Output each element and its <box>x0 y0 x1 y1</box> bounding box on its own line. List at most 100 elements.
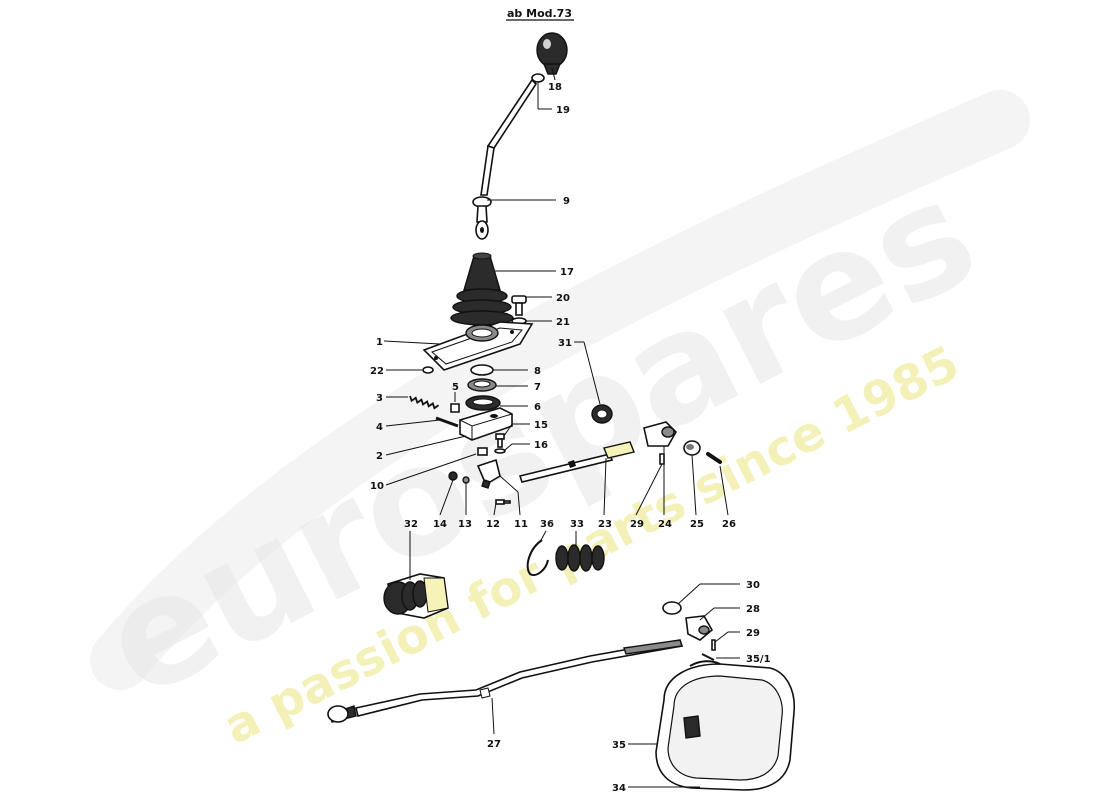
part-grommet-31 <box>591 404 613 424</box>
svg-text:17: 17 <box>560 267 574 278</box>
part-washer-16 <box>494 448 506 454</box>
part-housing <box>459 407 513 441</box>
part-bolt-12 <box>495 499 511 505</box>
svg-text:13: 13 <box>458 519 472 530</box>
svg-text:24: 24 <box>658 519 672 530</box>
svg-text:28: 28 <box>746 604 760 615</box>
callout-4: 4 <box>376 419 441 433</box>
callout-25: 25 <box>690 454 704 530</box>
part-ring-7 <box>467 378 497 392</box>
callout-29-lower: 29 <box>714 628 760 643</box>
svg-text:25: 25 <box>690 519 704 530</box>
part-shift-finger <box>476 458 501 489</box>
callout-26: 26 <box>719 465 736 530</box>
part-block-10 <box>477 447 488 456</box>
part-shift-rod <box>518 441 635 483</box>
diagram-title: ab Mod.73 <box>506 7 574 21</box>
callout-20: 20 <box>526 293 570 304</box>
svg-text:15: 15 <box>534 420 548 431</box>
callout-11: 11 <box>499 475 528 530</box>
svg-text:27: 27 <box>487 739 501 750</box>
callout-17: 17 <box>494 267 574 278</box>
callout-2: 2 <box>376 435 467 462</box>
svg-text:18: 18 <box>548 82 562 93</box>
callout-10: 10 <box>370 453 477 492</box>
svg-text:29: 29 <box>630 519 644 530</box>
callout-15: 15 <box>503 420 548 437</box>
callout-35-1: 35/1 <box>716 654 771 665</box>
callout-29-upper: 29 <box>630 463 663 530</box>
svg-text:20: 20 <box>556 293 570 304</box>
part-ring-6 <box>465 395 501 411</box>
svg-text:32: 32 <box>404 519 418 530</box>
callout-23: 23 <box>598 457 612 530</box>
svg-text:2: 2 <box>376 451 383 462</box>
callout-33: 33 <box>570 519 584 546</box>
part-nut-13 <box>462 476 470 484</box>
callout-28: 28 <box>699 604 760 621</box>
callout-12: 12 <box>486 502 500 530</box>
callout-35: 35 <box>612 740 658 751</box>
callout-13: 13 <box>458 483 472 530</box>
part-fastener-35-1 <box>701 653 715 661</box>
callout-36: 36 <box>539 519 554 543</box>
svg-text:12: 12 <box>486 519 500 530</box>
svg-text:6: 6 <box>534 402 541 413</box>
watermark: eurospares a passion for parts since 198… <box>77 90 1030 756</box>
callout-9: 9 <box>487 196 570 207</box>
callout-31: 31 <box>558 338 601 405</box>
part-bolt-20 <box>511 295 527 316</box>
callout-8: 8 <box>493 366 541 377</box>
svg-text:16: 16 <box>534 440 548 451</box>
svg-text:35/1: 35/1 <box>746 654 771 665</box>
svg-text:9: 9 <box>563 196 570 207</box>
part-coupling-28 <box>685 615 714 641</box>
svg-text:1: 1 <box>376 337 383 348</box>
callout-6: 6 <box>500 402 541 413</box>
part-coupling-24 <box>643 421 677 447</box>
callout-27: 27 <box>487 697 501 750</box>
callouts: 18 19 9 17 20 21 1 31 <box>370 67 771 794</box>
part-nut-22 <box>422 366 434 374</box>
part-clip-36 <box>526 539 549 576</box>
callout-34: 34 <box>612 783 700 794</box>
svg-text:11: 11 <box>514 519 528 530</box>
svg-text:19: 19 <box>556 105 570 116</box>
part-bushing-25 <box>683 440 701 456</box>
svg-text:35: 35 <box>612 740 626 751</box>
svg-text:7: 7 <box>534 382 541 393</box>
callout-7: 7 <box>496 382 541 393</box>
part-pin-26 <box>706 452 722 464</box>
callout-18: 18 <box>548 67 562 93</box>
part-ring-8 <box>470 364 494 376</box>
part-bolt-15 <box>495 433 505 448</box>
svg-text:34: 34 <box>612 783 626 794</box>
part-spring-3 <box>409 395 440 410</box>
svg-text:23: 23 <box>598 519 612 530</box>
svg-text:26: 26 <box>722 519 736 530</box>
callout-14: 14 <box>433 479 454 530</box>
part-base-plate <box>422 321 534 371</box>
part-shift-knob <box>536 32 568 75</box>
part-gear-lever <box>472 78 538 240</box>
part-bellows-33 <box>555 544 605 572</box>
svg-text:22: 22 <box>370 366 384 377</box>
callout-1: 1 <box>376 337 441 348</box>
svg-text:5: 5 <box>452 382 459 393</box>
part-gearbox-cover <box>655 660 795 791</box>
callout-5: 5 <box>452 382 459 402</box>
part-bushing-5 <box>450 403 460 413</box>
callout-21: 21 <box>526 317 570 328</box>
parts <box>327 32 795 791</box>
svg-text:14: 14 <box>433 519 447 530</box>
callout-30: 30 <box>677 580 760 605</box>
part-plug-30 <box>662 601 682 615</box>
callout-32: 32 <box>404 519 418 580</box>
callout-19: 19 <box>537 82 570 116</box>
svg-text:21: 21 <box>556 317 570 328</box>
callout-24: 24 <box>658 446 672 530</box>
part-long-shift-rod <box>327 639 684 723</box>
part-pin-4 <box>435 416 459 428</box>
svg-text:33: 33 <box>570 519 584 530</box>
part-pin-29 <box>659 453 665 465</box>
